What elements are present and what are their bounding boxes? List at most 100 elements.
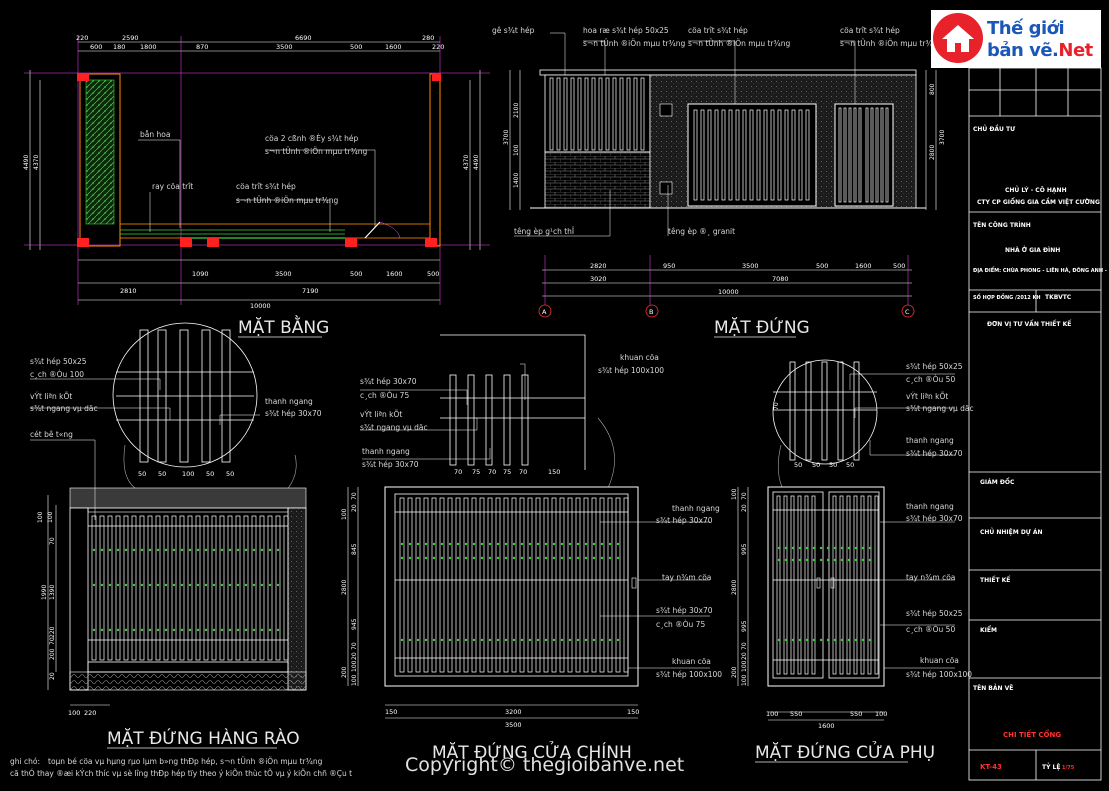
rivet: [528, 556, 532, 560]
rivet: [408, 556, 412, 560]
bar: [243, 515, 249, 661]
bar: [551, 497, 557, 673]
bar: [123, 515, 129, 661]
rivet: [196, 548, 200, 552]
rivet: [268, 583, 272, 587]
rivet: [544, 556, 548, 560]
rivet: [584, 542, 588, 546]
rivet: [244, 548, 248, 552]
rivet: [528, 638, 532, 642]
svg-text:TÊN BẢN VẼ: TÊN BẢN VẼ: [973, 684, 1013, 692]
rivet: [777, 558, 781, 562]
svg-text:220: 220: [76, 34, 88, 42]
svg-text:s¾t hép 100x100: s¾t hép 100x100: [906, 670, 972, 679]
rivet: [252, 548, 256, 552]
svg-text:100: 100: [351, 660, 358, 672]
rivet: [440, 556, 444, 560]
rivet: [600, 638, 604, 642]
svg-text:1400: 1400: [513, 173, 520, 188]
svg-text:tay n¾m cöa: tay n¾m cöa: [662, 573, 711, 582]
rivet: [608, 542, 612, 546]
svg-text:1/75: 1/75: [1062, 765, 1075, 771]
svg-text:tay n¾m cöa: tay n¾m cöa: [906, 573, 955, 582]
rivet: [520, 542, 524, 546]
rivet: [568, 638, 572, 642]
svg-text:50: 50: [829, 461, 837, 469]
bar: [707, 109, 712, 201]
bar: [770, 109, 775, 201]
svg-text:c¸ch ®Òu 50: c¸ch ®Òu 50: [906, 625, 955, 634]
rivet: [592, 542, 596, 546]
svg-text:10000: 10000: [250, 302, 271, 310]
svg-text:100: 100: [731, 488, 738, 500]
rivet: [212, 628, 216, 632]
rivet: [847, 558, 851, 562]
rivet: [236, 628, 240, 632]
rivet: [488, 542, 492, 546]
rivet: [260, 548, 264, 552]
bar: [139, 515, 145, 661]
svg-text:CTY CP GIỐNG GIA CẦM VIỆT CƯỜN: CTY CP GIỐNG GIA CẦM VIỆT CƯỜNG: [977, 197, 1100, 206]
svg-text:ĐỊA ĐIỂM: CHÙA PHONG - LIÊN HÀ: ĐỊA ĐIỂM: CHÙA PHONG - LIÊN HÀ, ĐÔNG ANH…: [973, 266, 1109, 274]
bar: [742, 109, 747, 201]
svg-text:200: 200: [341, 666, 348, 678]
svg-text:s¬n tÜnh ®iÖn mµu tr¾ng: s¬n tÜnh ®iÖn mµu tr¾ng: [265, 147, 368, 156]
svg-text:s¾t hép 30x70: s¾t hép 30x70: [362, 460, 419, 469]
svg-text:khuan cöa: khuan cöa: [920, 656, 959, 665]
bar: [605, 77, 610, 151]
svg-text:870: 870: [196, 43, 208, 51]
rivet: [826, 638, 830, 642]
svg-text:2100: 2100: [513, 103, 520, 118]
rivet: [616, 542, 620, 546]
rivet: [560, 638, 564, 642]
bar: [804, 495, 809, 675]
svg-text:cöa tr­ît s¾t hép: cöa tr­ît s¾t hép: [236, 182, 296, 191]
svg-text:vÝt liªn kÕt: vÝt liªn kÕt: [906, 392, 948, 401]
bar: [626, 77, 631, 151]
bar: [623, 497, 629, 673]
rivet: [798, 638, 802, 642]
rivet: [448, 556, 452, 560]
rivet: [456, 556, 460, 560]
bar: [599, 497, 605, 673]
rivet: [408, 638, 412, 642]
svg-text:cöa 2 cßnh ®Èy s¾t hép: cöa 2 cßnh ®Èy s¾t hép: [265, 134, 359, 143]
rivet: [220, 583, 224, 587]
rivet: [847, 638, 851, 642]
bar: [107, 515, 113, 661]
rivet: [861, 558, 865, 562]
bar: [867, 495, 872, 675]
rivet: [252, 583, 256, 587]
rivet: [140, 628, 144, 632]
title-block: [968, 67, 1102, 781]
rivet: [464, 638, 468, 642]
svg-text:20: 20: [49, 672, 56, 680]
rivet: [805, 558, 809, 562]
bar: [559, 497, 565, 673]
svg-text:10000: 10000: [718, 288, 739, 296]
rivet: [833, 558, 837, 562]
rivet: [819, 558, 823, 562]
bar: [865, 107, 869, 203]
fence-labels: s¾t hép 50x25 c¸ch ®Òu 100 vÝt liªn kÕt …: [30, 357, 322, 717]
svg-text:4370: 4370: [33, 155, 40, 170]
svg-text:1600: 1600: [386, 270, 403, 278]
svg-text:70: 70: [49, 637, 56, 645]
svg-text:s¬n tÜnh ®iÖn mµu tr¾ng: s¬n tÜnh ®iÖn mµu tr¾ng: [583, 39, 686, 48]
svg-text:220: 220: [432, 43, 444, 51]
bar: [463, 497, 469, 673]
svg-text:cã thÓ thay ®æi kÝch th­íc vµ: cã thÓ thay ®æi kÝch th­íc vµ sè l­îng t…: [10, 769, 352, 778]
rivet: [260, 628, 264, 632]
rivet: [204, 583, 208, 587]
rivet: [536, 638, 540, 642]
rivet: [861, 546, 865, 550]
site-logo[interactable]: Thế giới bản vẽ.Net: [931, 10, 1101, 68]
svg-text:s¾t ngang vµ däc: s¾t ngang vµ däc: [30, 404, 98, 413]
svg-text:s¬n tÜnh ®iÖn mµu tr¾ng: s¬n tÜnh ®iÖn mµu tr¾ng: [236, 196, 339, 205]
svg-text:c¸ch ®Òu 50: c¸ch ®Òu 50: [906, 375, 955, 384]
bar: [251, 515, 257, 661]
svg-text:50: 50: [206, 470, 214, 478]
bar: [519, 497, 525, 673]
side-gate-view: [737, 359, 955, 721]
rivet: [777, 638, 781, 642]
